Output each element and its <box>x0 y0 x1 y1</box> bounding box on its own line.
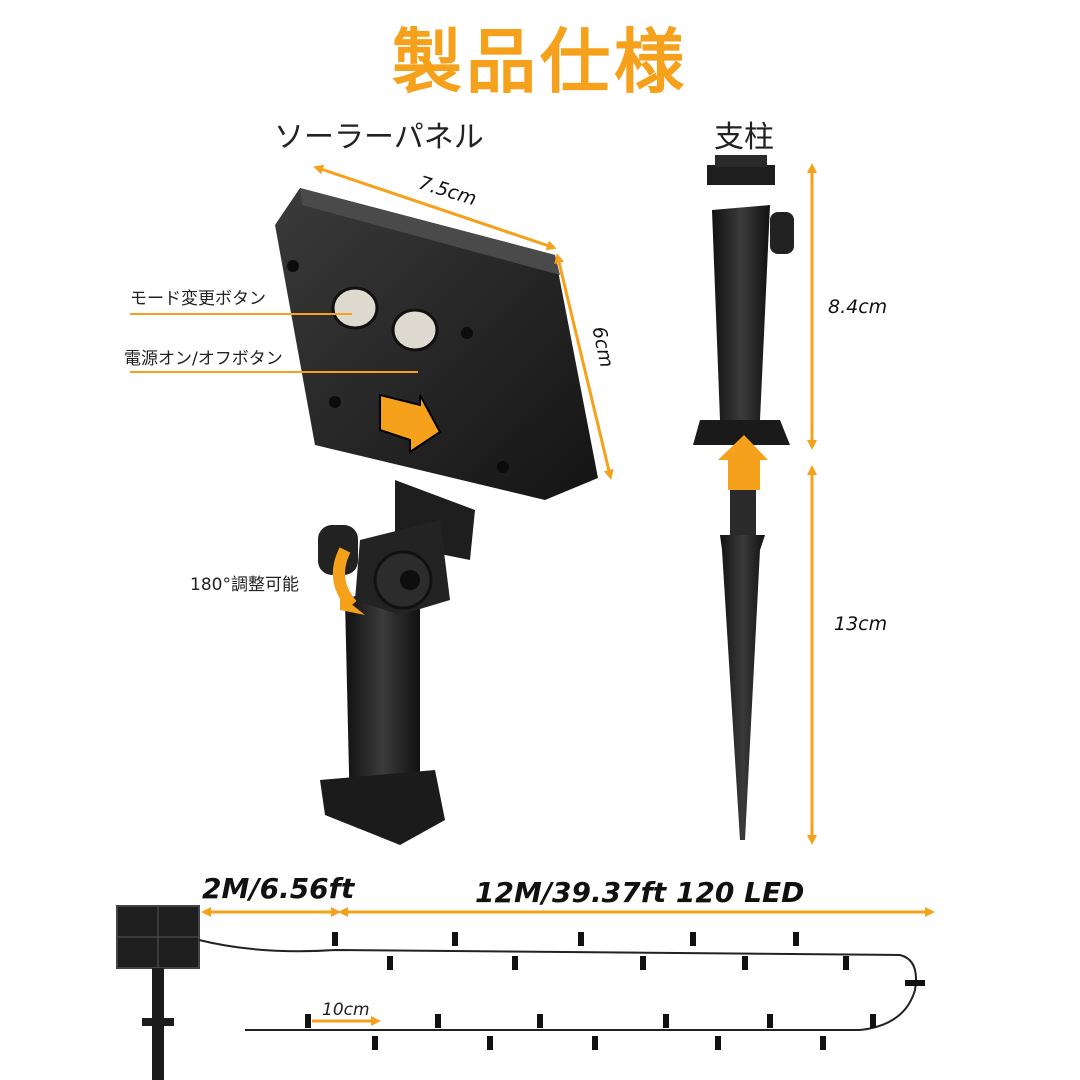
solar-panel-back <box>275 188 598 500</box>
page-title: 製品仕様 <box>392 21 688 103</box>
mode-button[interactable] <box>331 286 379 330</box>
ground-stake <box>693 155 794 840</box>
lead-cable-label: 2M/6.56ft <box>202 872 355 905</box>
string-length-label: 12M/39.37ft 120 LED <box>475 876 805 909</box>
light-string <box>116 905 925 1080</box>
stake-upper-label: 8.4cm <box>828 296 888 318</box>
led-spacing-label: 10cm <box>322 1000 370 1020</box>
solar-panel-heading: ソーラーパネル <box>274 120 484 155</box>
power-button-label: 電源オン/オフボタン <box>124 349 283 369</box>
adjustable-bracket <box>318 480 475 845</box>
power-button[interactable] <box>391 308 439 352</box>
rotate-label: 180°調整可能 <box>190 575 299 595</box>
stake-lower-label: 13cm <box>834 613 888 635</box>
mode-button-label: モード変更ボタン <box>130 289 266 309</box>
stake-heading: 支柱 <box>714 120 774 155</box>
